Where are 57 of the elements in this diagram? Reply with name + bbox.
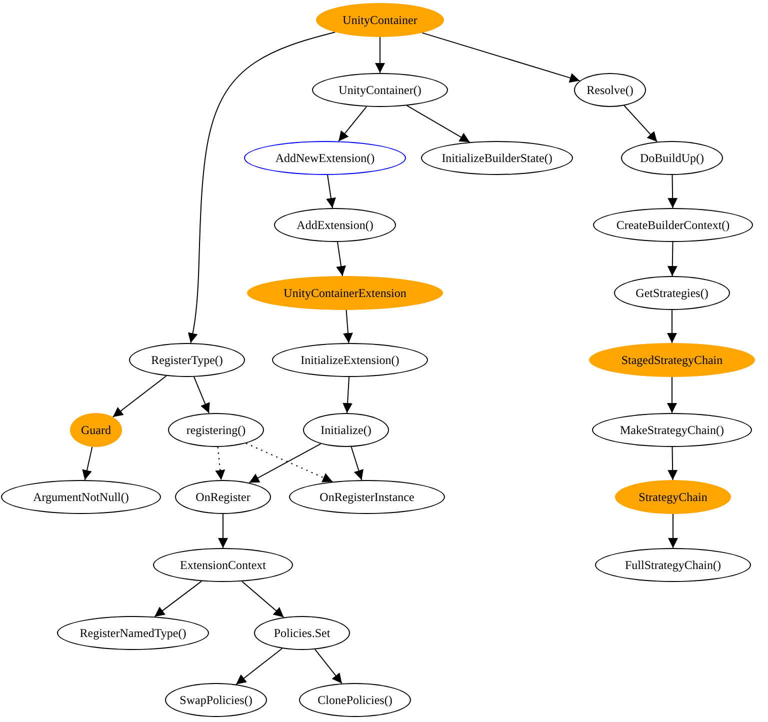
node-label: UnityContainer() — [338, 82, 422, 98]
node-label: MakeStrategyChain() — [620, 422, 724, 438]
node-label: InitializeBuilderState() — [442, 150, 552, 166]
node-label: RegisterNamedType() — [80, 626, 186, 640]
arrow — [668, 514, 678, 548]
arrow — [668, 446, 678, 480]
node-label: registering() — [186, 422, 246, 438]
arrow — [624, 105, 658, 142]
arrow — [422, 32, 580, 83]
node-label: AddNewExtension() — [275, 150, 375, 166]
node-label: ClonePolicies() — [318, 692, 392, 708]
arrow — [338, 106, 368, 142]
arrow — [194, 376, 210, 414]
arrow — [342, 376, 353, 414]
node-label: GetStrategies() — [636, 286, 708, 300]
arrow — [248, 443, 322, 484]
node-label: UnityContainer — [342, 12, 418, 28]
node-label: DoBuildUp() — [640, 150, 704, 166]
node-label: OnRegister — [196, 490, 250, 504]
arrow — [350, 446, 364, 481]
node-label: ExtensionContext — [180, 558, 266, 572]
node-label: RegisterType() — [151, 352, 223, 368]
node-label: UnityContainerExtension — [284, 286, 406, 300]
ellipse-node — [574, 73, 646, 107]
arrow — [188, 32, 336, 344]
arrow — [82, 446, 93, 481]
arrow — [668, 174, 678, 208]
arrow — [236, 648, 283, 685]
arrow — [314, 648, 342, 684]
arrow — [336, 241, 346, 276]
node-label: Guard — [81, 422, 111, 438]
node-label: FullStrategyChain() — [625, 558, 721, 572]
arrow — [326, 174, 336, 209]
arrow — [215, 446, 226, 480]
arrow — [667, 310, 677, 344]
arrow — [667, 376, 677, 414]
arrow — [343, 310, 353, 344]
node-label: AddExtension() — [296, 218, 374, 232]
arrow — [375, 36, 385, 74]
node-label: InitializeExtension() — [300, 352, 400, 368]
node-label: OnRegisterInstance — [320, 490, 414, 504]
arrow — [218, 514, 228, 548]
arrow — [154, 580, 202, 618]
node-label: Resolve() — [586, 82, 634, 98]
node-label: SwapPolicies() — [180, 692, 252, 708]
arrow — [242, 580, 284, 618]
node-label: ArgumentNotNull() — [33, 490, 129, 504]
node-label: Policies.Set — [274, 626, 330, 640]
arrow — [112, 375, 167, 418]
node-label: StagedStrategyChain — [621, 352, 723, 368]
arrow — [406, 105, 470, 143]
node-label: StrategyChain — [638, 490, 708, 504]
arrow — [245, 442, 334, 482]
node-label: Initialize() — [320, 422, 372, 438]
filled-ellipse-node — [70, 413, 122, 447]
arrow — [667, 242, 678, 276]
node-label: CreateBuilderContext() — [616, 218, 730, 232]
